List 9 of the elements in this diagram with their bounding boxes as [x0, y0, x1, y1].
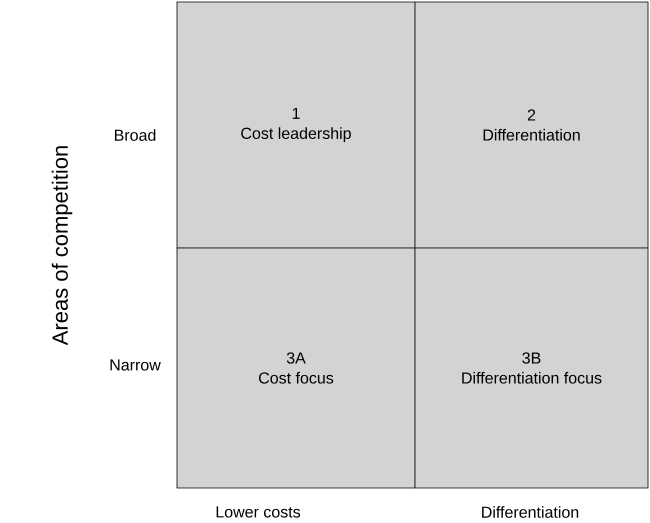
matrix-cell: 1 Cost leadership — [176, 2, 416, 248]
matrix-cell: 2 Differentiation — [414, 2, 648, 248]
column-label: Lower costs — [216, 506, 300, 518]
axis-label: Areas of competition — [52, 146, 72, 346]
matrix-cell: 3A Cost focus — [176, 248, 416, 488]
column-label: Differentiation — [482, 506, 578, 518]
row-label: Broad — [114, 129, 156, 141]
matrix-cell: 3B Differentiation focus — [414, 248, 648, 488]
row-label: Narrow — [110, 359, 161, 371]
